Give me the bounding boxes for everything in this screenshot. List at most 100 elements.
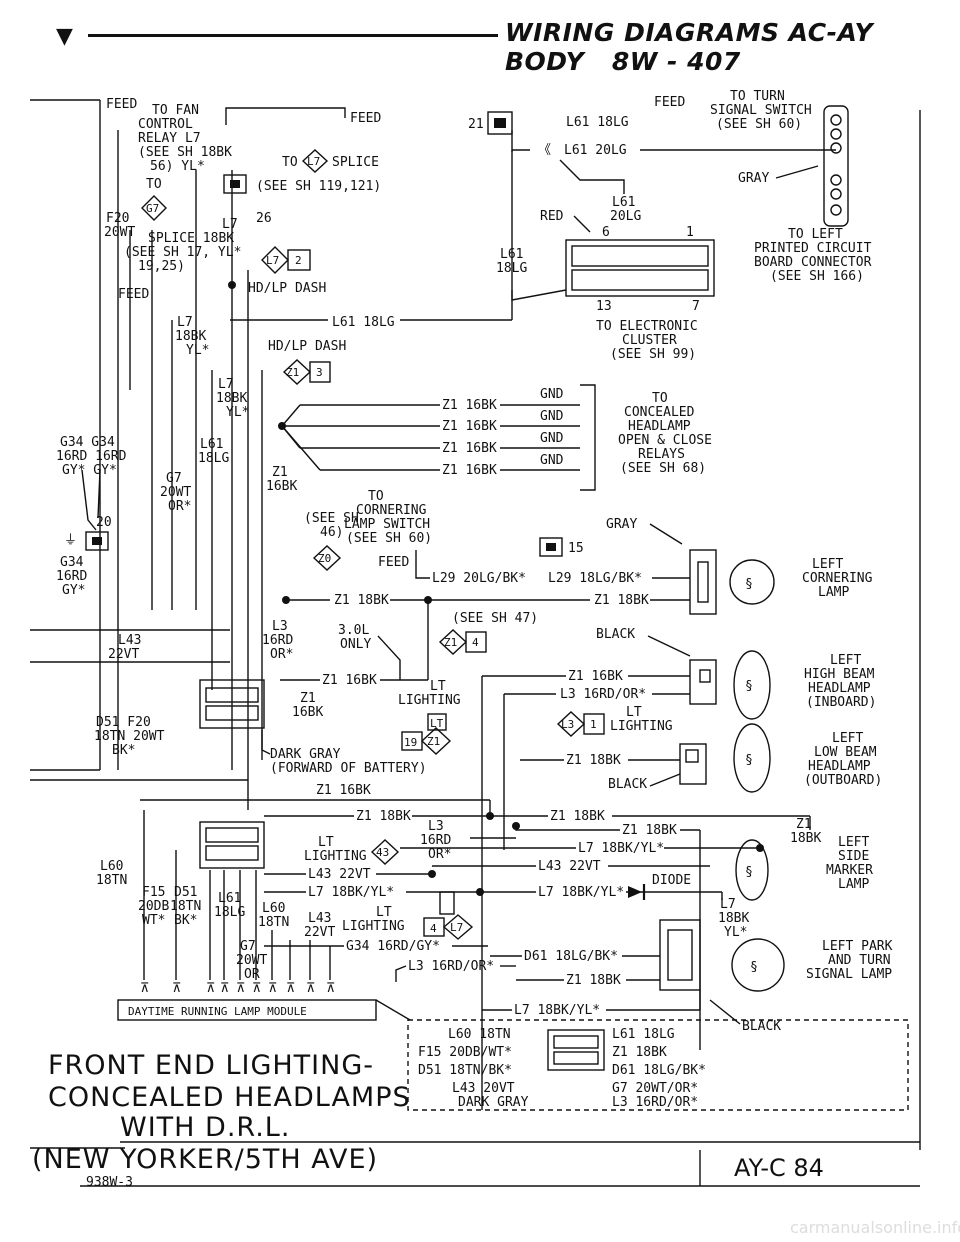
label-l61e: L61 (500, 247, 523, 262)
side-marker-lamp-icon (735, 839, 769, 901)
label-z1b: Z1 16BK (442, 419, 497, 434)
label-l7-box2: L7 (450, 921, 463, 934)
label-z1-18bk: Z1 18BK (334, 593, 389, 608)
lamp-filament-icon: § (745, 753, 753, 768)
label-see-sh60b: (SEE SH 60) (716, 117, 802, 132)
connector-bracket (580, 384, 596, 491)
label-20db: 20DB (138, 899, 169, 914)
label-gy2: GY* (62, 583, 85, 598)
label-z1d: Z1 16BK (442, 463, 497, 478)
label-lighting2: LIGHTING (610, 719, 673, 734)
label-l61-20lg: L61 20LG (564, 143, 627, 158)
label-open-close: OPEN & CLOSE (618, 433, 712, 448)
label-l7-yl: L7 18BK/YL* (578, 841, 664, 856)
wire (573, 215, 591, 233)
label-board-conn: BOARD CONNECTOR (754, 255, 872, 270)
label-lt4: LT (376, 905, 392, 920)
high-beam-headlamp-icon (733, 650, 771, 720)
label-l7-yl3: L7 18BK/YL* (538, 885, 624, 900)
label-headlamp3: HEADLAMP (808, 759, 871, 774)
label-z1-18bk8: Z1 18BK (612, 1045, 667, 1060)
drl-module-box (117, 999, 377, 1021)
label-l60-18tn: L60 18TN (448, 1027, 511, 1042)
label-l61d: L61 (612, 195, 635, 210)
wire (281, 404, 301, 427)
lamp-filament-icon: § (750, 960, 758, 975)
page-header: ▼ WIRING DIAGRAMS AC-AY BODY 8W - 407 (0, 0, 960, 76)
label-g34b: G34 (60, 555, 84, 570)
label-concealed: CONCEALED (624, 405, 695, 420)
drawing-number: 938W-3 (86, 1175, 133, 1190)
label-z0: Z0 (318, 552, 331, 565)
wire (375, 999, 411, 1021)
module-pin-icon: ⊼ (286, 981, 296, 996)
label-dark-gray2: DARK GRAY (458, 1095, 529, 1110)
low-beam-headlamp-icon (733, 723, 771, 793)
label-lighting3: LIGHTING (304, 849, 367, 864)
label-z1-box: Z1 (427, 735, 440, 748)
wiring-diagram: FEED TO FAN CONTROL RELAY L7 (SEE SH 18B… (30, 89, 921, 1190)
label-l43: L43 (118, 633, 141, 648)
label-only: ONLY (340, 637, 371, 652)
label-15: 15 (568, 541, 584, 556)
label-4: 4 (472, 636, 479, 649)
inset-connector-face (547, 1029, 605, 1071)
section-title: WIRING DIAGRAMS AC-AY BODY (505, 18, 874, 76)
connector-diamond (312, 545, 342, 571)
connector-inner (697, 561, 709, 603)
watermark: carmanualsonline.info (790, 1218, 960, 1237)
label-outboard: (OUTBOARD) (804, 773, 882, 788)
label-yl2: YL* (724, 925, 747, 940)
label-gnd: GND (540, 409, 564, 424)
label-16rd2: 16RD (56, 569, 87, 584)
splice-dot (282, 596, 290, 604)
connector-inner (667, 929, 693, 981)
connector-diamond (370, 839, 400, 865)
lamp-filament-icon: § (745, 577, 753, 592)
label-l61-18lg: L61 18LG (332, 315, 395, 330)
label-18tn4: 18TN (258, 915, 289, 930)
lamp-filament-icon: § (745, 679, 753, 694)
label-18tn2: 18TN (96, 873, 127, 888)
label-16bk2: 16BK (292, 705, 323, 720)
label-hdlp-dash2: HD/LP DASH (268, 339, 346, 354)
label-l60: L60 (100, 859, 123, 874)
label-z1-16bk2: Z1 16BK (322, 673, 377, 688)
printed-circuit-connector (565, 239, 715, 297)
connector-block (659, 919, 701, 991)
connector-pin-row (205, 705, 259, 721)
label-or4: OR (244, 967, 260, 982)
label-18bk2: 18BK (790, 831, 821, 846)
connector-diamond (420, 727, 452, 755)
label-black1: BLACK (596, 627, 635, 642)
label-low-beam: LOW BEAM (814, 745, 877, 760)
label-gnd: GND (540, 387, 564, 402)
wire (377, 635, 401, 680)
fuse-box-icon (85, 531, 109, 551)
label-20: 20 (96, 515, 112, 530)
module-pin-icon: ⊼ (220, 981, 230, 996)
figure-id: AY-C 84 (734, 1154, 824, 1182)
ground-arrow-icon: ⏚ (64, 533, 77, 548)
connector-box (287, 249, 311, 271)
connector-block (679, 743, 707, 785)
label-l7c: L7 (720, 897, 736, 912)
label-18lg2: 18LG (214, 905, 245, 920)
label-16bk: 16BK (266, 479, 297, 494)
label-left-lb: LEFT (832, 731, 863, 746)
label-l61-18lg3: L61 18LG (566, 115, 629, 130)
module-pin-icon: ⊼ (172, 981, 182, 996)
label-gray1: GRAY (606, 517, 637, 532)
module-pin-icon: ⊼ (236, 981, 246, 996)
wire (281, 425, 321, 471)
label-hdlp-dash: HD/LP DASH (248, 281, 326, 296)
label-z1a: Z1 16BK (442, 398, 497, 413)
label-d61: D61 18LG/BK* (524, 949, 618, 964)
caption-line2: CONCEALED HEADLAMPS (48, 1082, 411, 1113)
label-yl: YL* (186, 343, 209, 358)
wire (225, 107, 346, 125)
label-relay: RELAY L7 (138, 131, 201, 146)
page-title: WIRING DIAGRAMS AC-AY BODY 8W - 407 (505, 18, 960, 76)
label-l7-yl: L7 (177, 315, 193, 330)
wire (395, 965, 407, 982)
